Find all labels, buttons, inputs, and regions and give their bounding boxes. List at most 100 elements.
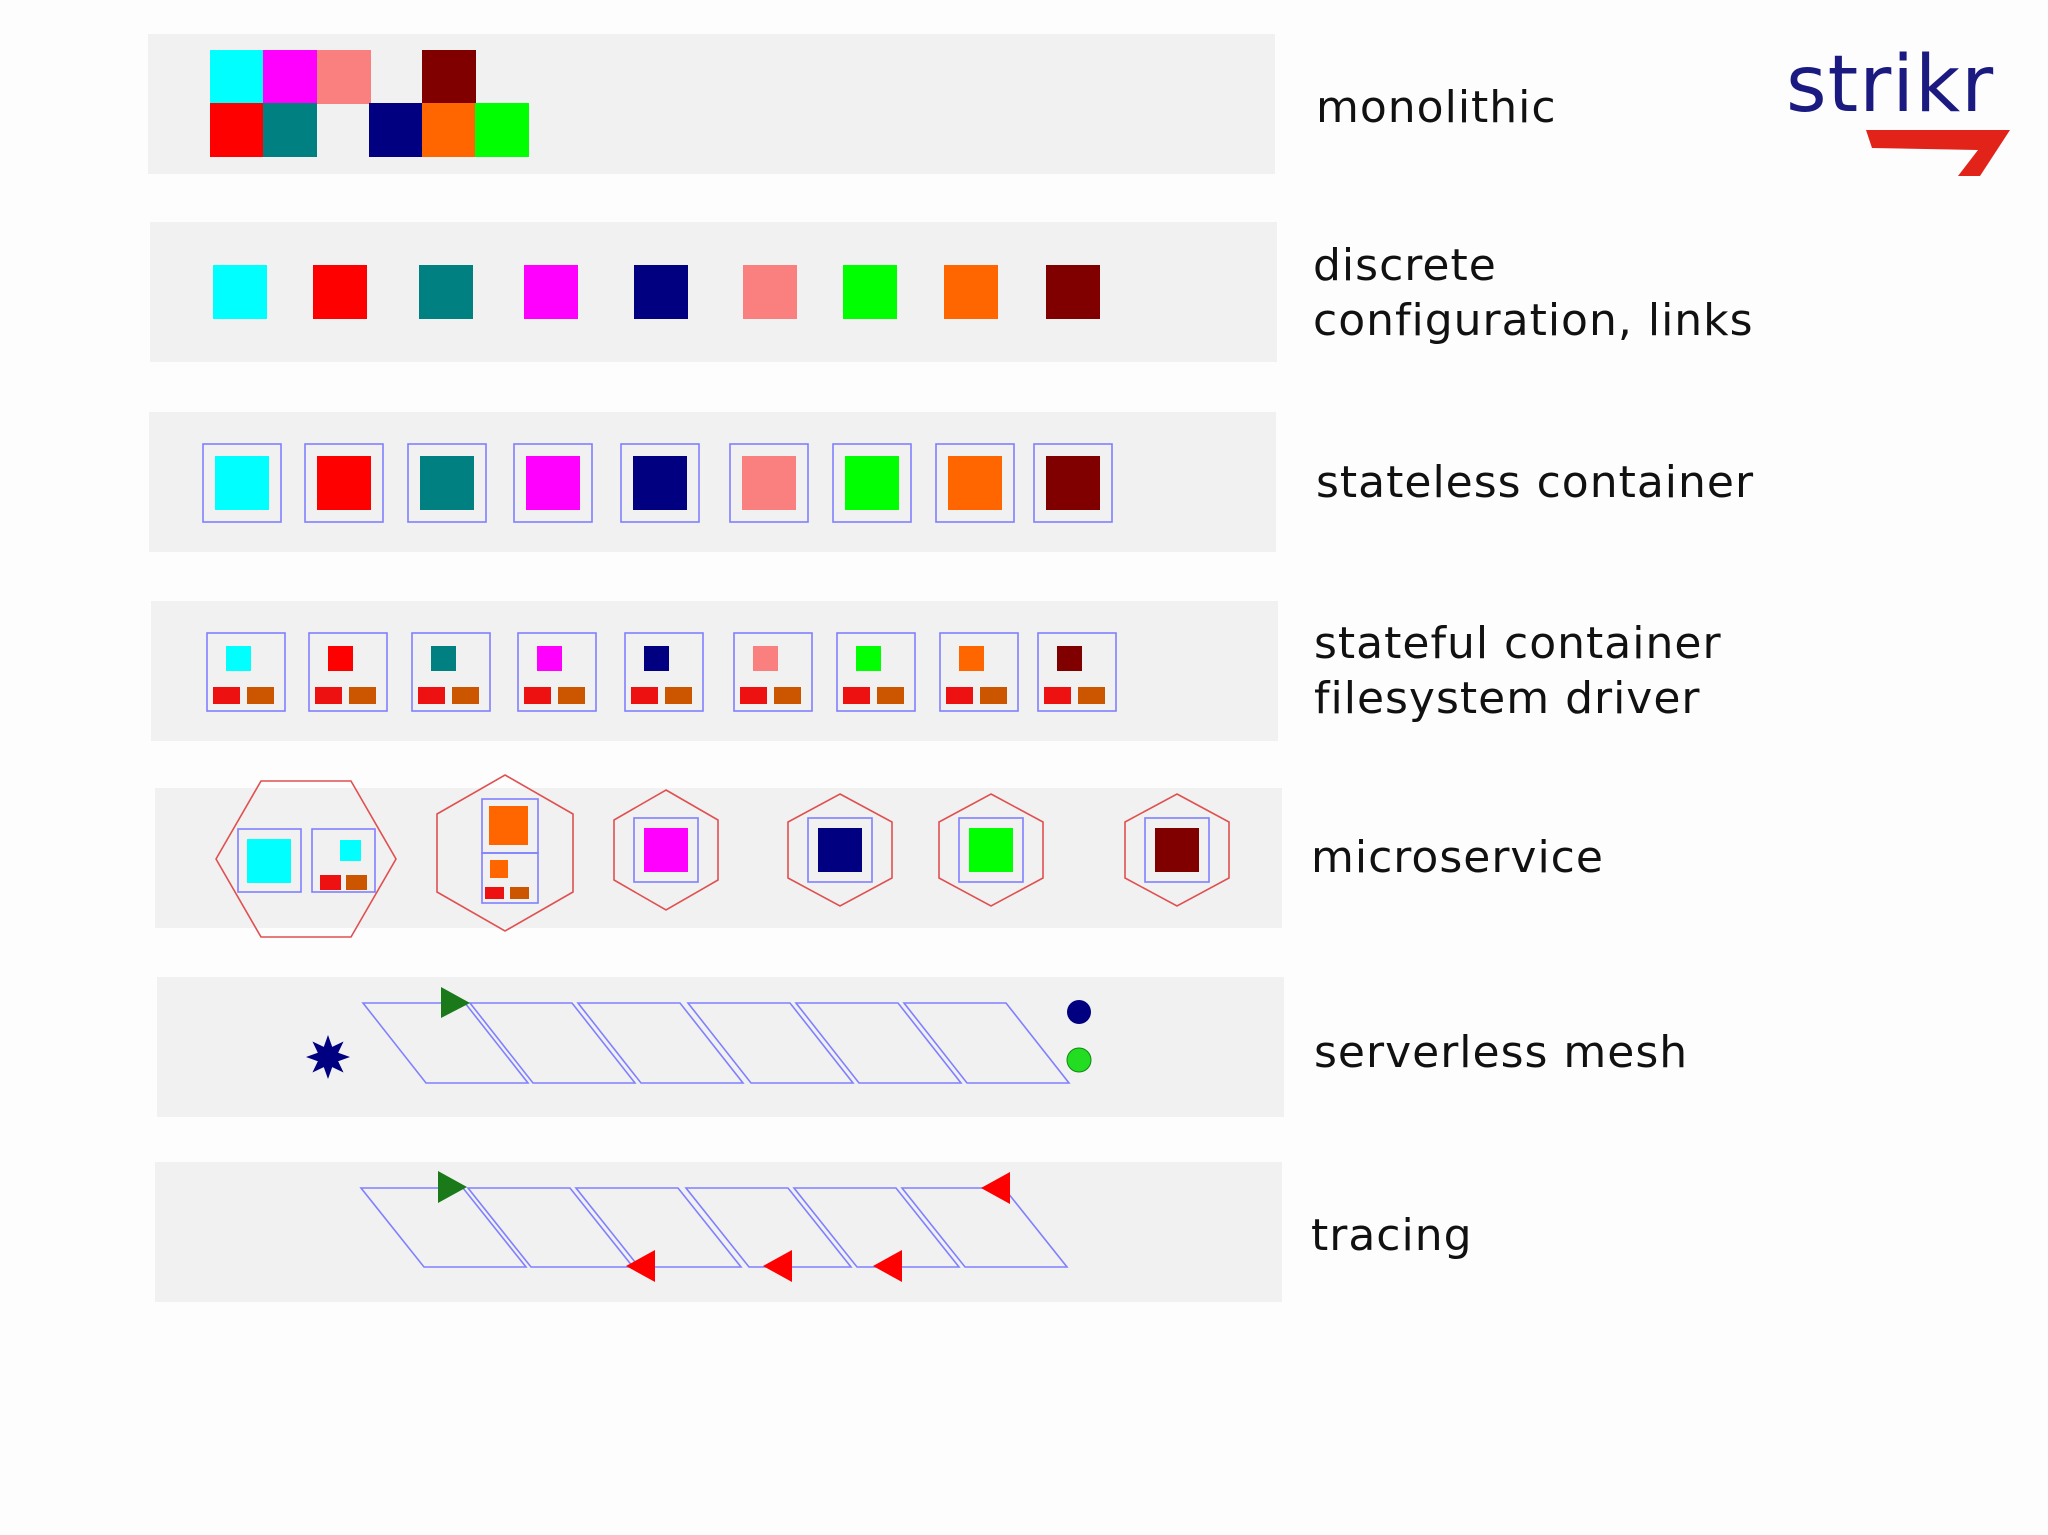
microservice-container-frame (807, 817, 873, 883)
stateful-block-navy (644, 646, 669, 671)
discrete-block-magenta (524, 265, 578, 319)
stateless-block-teal (420, 456, 474, 510)
stateless-container-frame (202, 443, 282, 523)
storage-block (320, 875, 341, 890)
monolithic-block-salmon (317, 50, 371, 104)
storage-block (558, 687, 585, 704)
row-band-serverless (157, 977, 1284, 1117)
trace-cell (792, 1187, 961, 1268)
microservice-block-green (969, 828, 1013, 872)
microservice-hexagon (215, 780, 397, 938)
stateful-container-frame (836, 632, 916, 712)
monolithic-block-orange (422, 103, 476, 157)
monolithic-block-red (210, 103, 264, 157)
storage-block (774, 687, 801, 704)
label-microservice: microservice (1311, 832, 1604, 883)
stateless-block-green (845, 456, 899, 510)
mesh-cell (361, 1002, 530, 1084)
trace-cell (359, 1187, 528, 1268)
storage-block (452, 687, 479, 704)
storage-block (1078, 687, 1105, 704)
monolithic-block-cyan (210, 50, 264, 104)
red-arrow-icon (981, 1172, 1010, 1204)
storage-block (247, 687, 274, 704)
stateful-container-frame (411, 632, 491, 712)
discrete-block-green (843, 265, 897, 319)
storage-block (346, 875, 367, 890)
mesh-cell (686, 1002, 855, 1084)
stateful-container-frame (939, 632, 1019, 712)
discrete-block-orange (944, 265, 998, 319)
stateless-block-cyan (215, 456, 269, 510)
stateless-block-maroon (1046, 456, 1100, 510)
storage-block (843, 687, 870, 704)
stateful-block-red (328, 646, 353, 671)
red-arrow-icon (763, 1250, 792, 1282)
monolithic-block-teal (263, 103, 317, 157)
mesh-cell (902, 1002, 1071, 1084)
stateless-block-salmon (742, 456, 796, 510)
microservice-hexagon (436, 774, 574, 932)
mesh-cell (794, 1002, 963, 1084)
storage-block (946, 687, 973, 704)
label-stateless-container: stateless container (1316, 457, 1755, 508)
microservice-container-frame (481, 852, 539, 904)
microservice-container-frame (958, 817, 1024, 883)
microservice-block-navy (818, 828, 862, 872)
microservice-block-magenta (644, 828, 688, 872)
storage-block (315, 687, 342, 704)
microservice-block-cyan (340, 840, 361, 861)
green-arrow-icon (438, 1171, 467, 1203)
discrete-block-cyan (213, 265, 267, 319)
label-discrete: discrete configuration, links (1313, 240, 1754, 346)
microservice-hexagon (613, 789, 719, 911)
microservice-block-orange (490, 860, 508, 878)
stateful-container-frame (733, 632, 813, 712)
microservice-container-frame (311, 828, 376, 893)
storage-block (485, 887, 504, 899)
label-tracing: tracing (1311, 1210, 1473, 1261)
stateful-block-green (856, 646, 881, 671)
trace-cell (574, 1187, 743, 1268)
stateless-container-frame (1033, 443, 1113, 523)
storage-block (213, 687, 240, 704)
monolithic-block-navy (369, 103, 423, 157)
stateful-container-frame (1037, 632, 1117, 712)
red-arrow-icon (626, 1250, 655, 1282)
label-serverless-mesh: serverless mesh (1314, 1027, 1689, 1078)
storage-block (1044, 687, 1071, 704)
stateless-block-magenta (526, 456, 580, 510)
stateful-block-teal (431, 646, 456, 671)
monolithic-block-maroon (422, 50, 476, 104)
mesh-cell (576, 1002, 745, 1084)
stateful-container-frame (517, 632, 597, 712)
storage-block (665, 687, 692, 704)
trace-cell (684, 1187, 853, 1268)
stateful-container-frame (206, 632, 286, 712)
green-arrow-icon (441, 987, 470, 1018)
stateless-container-frame (832, 443, 912, 523)
storage-block (631, 687, 658, 704)
microservice-container-frame (1144, 817, 1210, 883)
storage-block (418, 687, 445, 704)
star-icon (306, 1035, 350, 1079)
green-dot-icon (1066, 1047, 1092, 1073)
mesh-cell (468, 1002, 637, 1084)
discrete-block-maroon (1046, 265, 1100, 319)
storage-block (980, 687, 1007, 704)
row-band-tracing (155, 1162, 1282, 1302)
stateless-container-frame (935, 443, 1015, 523)
discrete-block-salmon (743, 265, 797, 319)
microservice-hexagon (938, 793, 1044, 907)
stateless-container-frame (407, 443, 487, 523)
microservice-block-orange (489, 806, 528, 845)
stateless-container-frame (729, 443, 809, 523)
storage-block (740, 687, 767, 704)
monolithic-block-magenta (263, 50, 317, 104)
strikr-swoosh-icon (1866, 130, 2010, 176)
discrete-block-navy (634, 265, 688, 319)
trace-cell (900, 1187, 1069, 1268)
stateful-block-salmon (753, 646, 778, 671)
storage-block (524, 687, 551, 704)
